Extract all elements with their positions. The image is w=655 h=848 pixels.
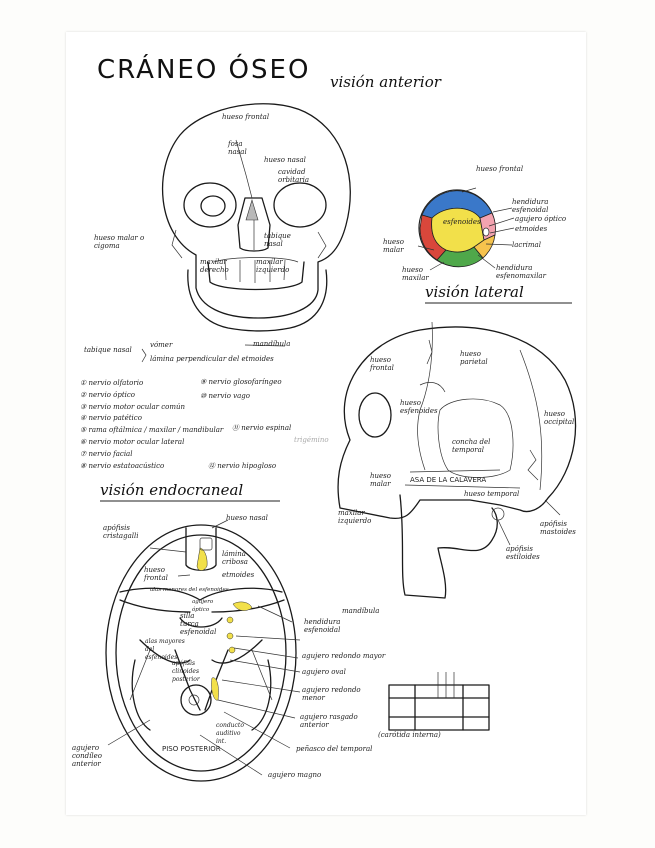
label-endo-condileo: agujero condíleo anterior [72,744,102,768]
label-tabique: tabique nasal [84,346,132,354]
label-orbit-malar: hueso malar [383,238,404,254]
label-endo-conducto: conducto auditivo int. [216,722,244,745]
label-orbit-hend-esfenomaxilar: hendidura esfenomaxilar [496,264,546,280]
heading-anterior: visión anterior [330,73,441,91]
label-endo-piso-posterior: PISO POSTERIOR [162,745,221,753]
label-endo-redondo-mayor: agujero redondo mayor [302,652,386,660]
label-orbit-etmoides: etmoides [515,225,548,233]
nerve-item: ③ nervio motor ocular común [80,402,185,411]
label-endo-hueso-nasal: hueso nasal [226,514,268,522]
label-vomer: vómer [150,341,173,349]
label-endo-penasco: peñasco del temporal [296,745,373,753]
label-lateral-temporal: hueso temporal [464,490,520,498]
heading-endocraneal: visión endocraneal [100,481,244,499]
label-lateral-asa: ASA DE LA CALAVERA [410,476,487,484]
label-endo-frontal: hueso frontal [144,566,168,582]
label-anterior-maxilar-izq: maxilar izquierdo [256,258,290,274]
label-trigemino: trigémino [294,436,329,444]
label-anterior-mandibula: mandíbula [253,340,291,348]
label-orbit-esfenoides: esfenoides [443,218,481,226]
label-orbit-lacrimal: lacrimal [512,241,541,249]
orbit-lacrimal-region [473,234,496,259]
nerve-item: ⑥ nervio motor ocular lateral [80,437,185,446]
label-lateral-malar: hueso malar [370,472,391,488]
label-endo-alas-mayores: alas mayores del esfenoides [145,638,185,661]
label-anterior-cavidad: cavidad orbitaria [278,168,310,184]
label-endo-hend-esfenoidal: hendidura esfenoidal [304,618,341,634]
label-endo-alas-menores: alas menores del esfenoides [150,587,229,593]
label-orbit-hend-esfenoidal: hendidura esfenoidal [512,198,549,214]
label-lateral-estiloides: apófisis estiloides [506,545,540,561]
label-anterior-malar: hueso malar o cigoma [94,234,145,250]
label-endo-lamina: lámina cribosa [222,550,248,566]
nerve-item: ④ nervio patético [80,414,142,423]
page-title: CRÁNEO ÓSEO [97,55,311,85]
label-endo-oval: agujero oval [302,668,346,676]
nerve-item: ⑧ nervio estatoacústico [80,461,165,470]
nerve-item: ② nervio óptico [80,390,136,399]
label-endo-redondo-menor: agujero redondo menor [302,686,361,702]
label-endo-etmoides: etmoides [222,571,255,579]
paper-sheet [66,32,586,815]
nerve-item: ① nervio olfatorio [80,379,144,387]
label-endo-crista: apófisis cristagalli [103,524,139,540]
label-lateral-occipital: hueso occipital [544,410,575,426]
nerve-item: ⑦ nervio facial [80,449,133,458]
endocraneal-drawing [105,519,301,782]
label-endo-silla: silla turca esfenoidal [180,612,217,636]
label-lateral-maxilar: maxilar izquierdo [338,509,372,525]
label-lateral-parietal: hueso parietal [460,350,488,366]
nerve-item: ⑨ nervio glosofaríngeo [200,378,282,386]
label-lateral-mastoides: apófisis mastoides [540,520,576,536]
orbit-colored-drawing [417,187,515,271]
label-orbit-agujero-optico: agujero óptico [515,215,567,223]
label-lateral-concha: concha del temporal [452,438,491,454]
label-endo-magno: agujero magno [268,771,322,779]
label-endo-clinoides: apófisis clinoides posterior [172,660,200,683]
label-lateral-esfenoides: hueso esfenoides [400,399,438,415]
label-anterior-maxilar-der: maxilar derecho [200,258,229,274]
label-anterior-frontal: hueso frontal [222,113,270,121]
nerve-item: ⑤ rama oftálmica / maxilar / mandibular [80,426,224,435]
label-lateral-mandibula: mandíbula [342,607,380,615]
label-lamina-perpendicular: lámina perpendicular del etmoides [150,355,274,363]
label-anterior-fosa-nasal: fosa nasal [228,140,247,156]
lateral-skull-drawing [337,321,577,599]
heading-lateral: visión lateral [425,283,524,301]
label-endo-carotida: (carótida interna) [378,731,441,739]
label-endo-agujero-optico: agujero óptico [192,599,214,613]
grid-sketch [388,672,490,731]
label-anterior-tabique: tabique nasal [264,232,291,248]
label-endo-rasgado: agujero rasgado anterior [300,713,358,729]
label-orbit-frontal: hueso frontal [476,165,524,173]
nerve-item: ⑩ nervio vago [200,392,250,400]
nerve-item: ⑫ nervio hipogloso [208,462,277,470]
anterior-skull-drawing [162,103,351,332]
nerve-item: ⑪ nervio espinal [232,424,292,432]
label-orbit-maxilar: hueso maxilar [402,266,429,282]
nerve-list-left: ① nervio olfatorio ② nervio óptico ③ ner… [80,378,250,472]
label-anterior-hueso-nasal: hueso nasal [264,156,306,164]
label-lateral-frontal: hueso frontal [370,356,394,372]
